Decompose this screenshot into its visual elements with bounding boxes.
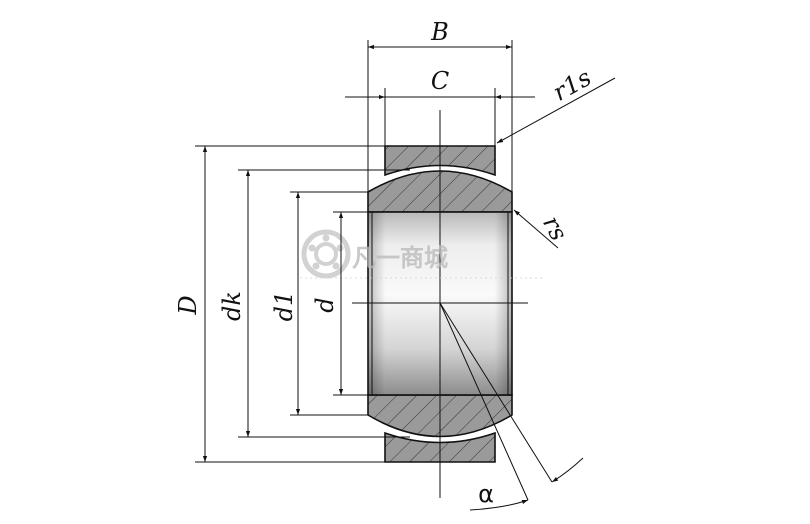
dimension-C: C [345,67,535,100]
label-d1: d1 [270,291,298,322]
label-C: C [431,67,449,95]
label-D: D [174,295,202,315]
label-dk: dk [218,291,246,321]
watermark-text: 凡一商城 [352,244,448,272]
dimension-dk: dk [218,170,251,437]
label-r1s: r1s [548,63,596,106]
watermark: 凡一商城 [300,229,545,279]
extension-lines [195,40,513,463]
dimension-tilt-angle: α [439,302,584,511]
label-rs: rs [537,211,573,245]
dimension-d: d [311,212,344,395]
label-alpha: α [478,480,494,508]
dimension-B: B [368,18,512,50]
label-d: d [311,297,339,312]
watermark-logo-icon [301,229,351,279]
dimension-r1s: r1s [496,63,616,144]
label-B: B [430,18,449,46]
dimension-d1: d1 [270,192,301,415]
dimension-D: D [174,146,208,462]
dimension-rs: rs [513,209,573,249]
